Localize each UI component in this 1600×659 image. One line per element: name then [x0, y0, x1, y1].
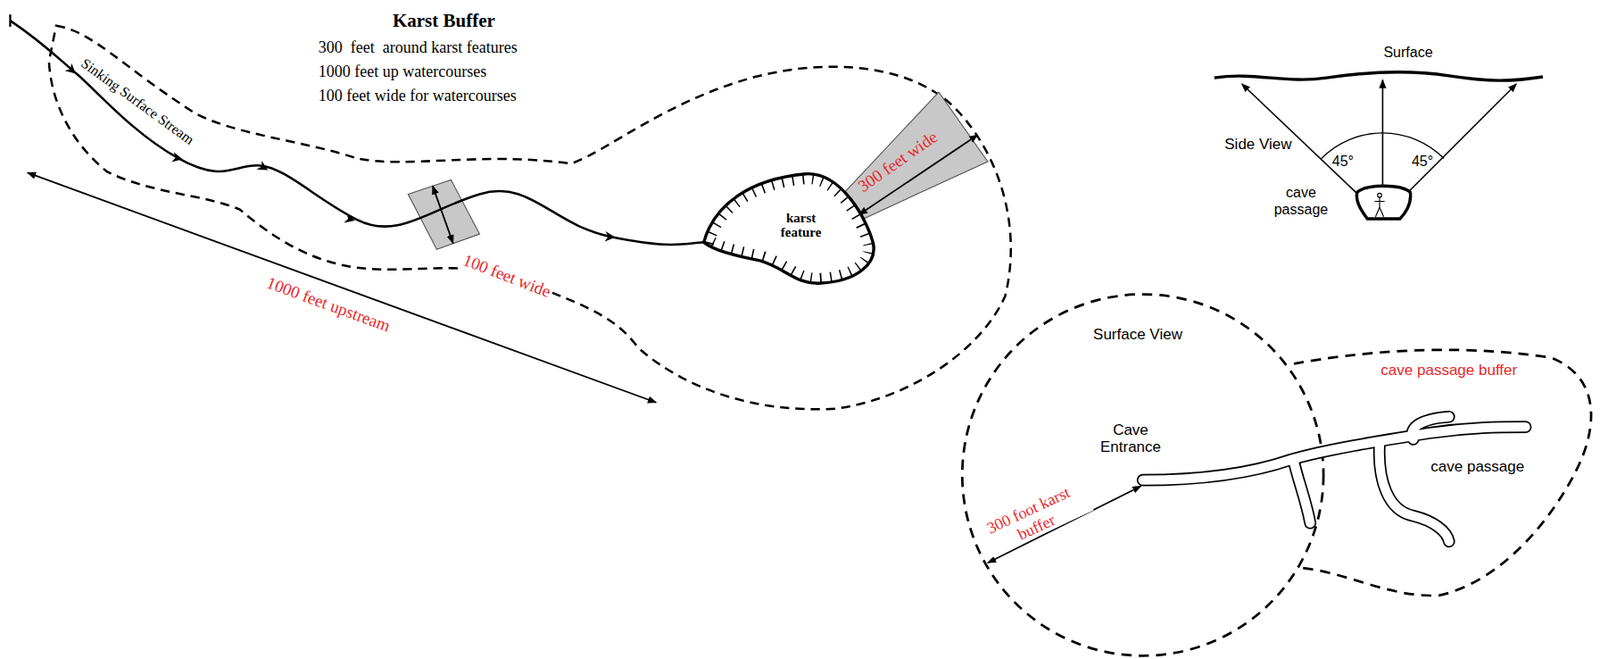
karst-feature: karst feature	[698, 168, 878, 289]
angle-label: 45°	[1411, 152, 1434, 169]
stream-buffer	[49, 25, 1012, 410]
surface-view	[961, 294, 1592, 656]
diagram-title: Karst Buffer	[392, 9, 496, 32]
sinking-stream	[9, 14, 705, 245]
dimension-label: 100 feet wide	[457, 248, 556, 303]
passage-label: cave passage	[1265, 184, 1337, 218]
buffer-rule: 300 feet around karst features	[318, 37, 518, 57]
grey-zones	[407, 91, 988, 249]
view-title: Surface View	[1093, 325, 1183, 344]
angle-label: 45°	[1332, 152, 1354, 169]
side-view	[1214, 72, 1543, 219]
dimension-arrows	[27, 134, 979, 403]
passage-label: cave passage	[1430, 457, 1525, 476]
view-title: Side View	[1221, 136, 1294, 155]
buffer-label: cave passage buffer	[1377, 361, 1520, 380]
node-text: karst feature	[766, 209, 836, 240]
surface-label: Surface	[1380, 44, 1435, 61]
dimension-label: 300 foot karst buffer	[971, 476, 1095, 560]
entrance-label: Cave Entrance	[1085, 421, 1178, 456]
buffer-rule: 100 feet wide for watercourses	[318, 86, 517, 106]
cave-passage-outline	[1143, 416, 1526, 542]
dimension-label: 1000 feet upstream	[261, 272, 396, 337]
buffer-rule: 1000 feet up watercourses	[318, 62, 487, 82]
